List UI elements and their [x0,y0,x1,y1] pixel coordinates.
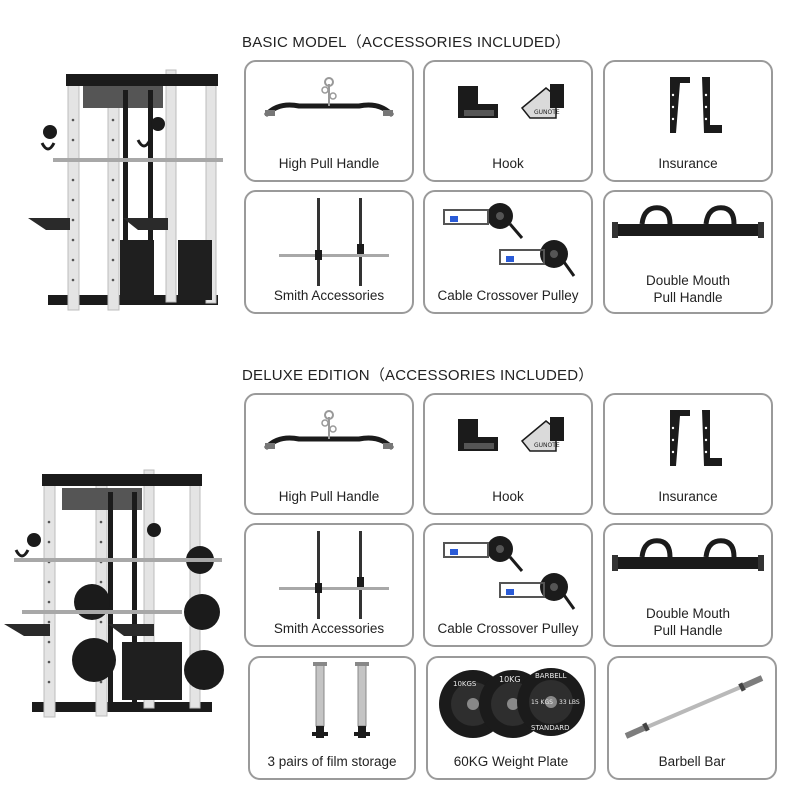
basic-card-smith-accessories: Smith Accessories [244,190,414,314]
deluxe-card-barbell-bar: Barbell Bar [607,656,777,780]
weight-plates-icon: 10KG BARBELL 15 KGS 33 LBS STANDARD 10KG… [428,658,594,744]
card-label: Hook [492,489,524,504]
basic-card-high-pull-handle: High Pull Handle [244,60,414,182]
plate-label-33lbs: 33 LBS [559,699,580,706]
basic-card-cable-crossover-pulley: Cable Crossover Pulley [423,190,593,314]
hook-brand-text: GUNOTE [534,109,560,116]
card-label: Insurance [658,156,718,171]
card-label: Double Mouth Pull Handle [605,605,771,639]
basic-model-title: BASIC MODEL（ACCESSORIES INCLUDED） [242,34,571,51]
basic-card-double-mouth-pull-handle: Double Mouth Pull Handle [603,190,773,314]
deluxe-rack-image [4,462,229,720]
barbell-icon [609,658,775,744]
card-label: Hook [492,156,524,171]
safety-arm-icon [605,395,771,479]
plate-label-standard: STANDARD [531,724,570,732]
smith-bar-icon [246,192,412,292]
plate-label-15kgs: 15 KGS [531,699,553,706]
j-hook-icon: GUNOTE [425,62,591,146]
plate-label-10kg: 10KG [499,675,521,684]
card-label-line2: Pull Handle [653,623,723,638]
pulley-icon [425,525,591,625]
card-label: Cable Crossover Pulley [437,621,579,636]
deluxe-card-weight-plate: 10KG BARBELL 15 KGS 33 LBS STANDARD 10KG… [426,656,596,780]
deluxe-card-cable-crossover-pulley: Cable Crossover Pulley [423,523,593,647]
plate-storage-pegs-icon [250,658,414,744]
deluxe-card-film-storage: 3 pairs of film storage [248,656,416,780]
lat-pull-bar-icon [246,62,412,146]
basic-card-insurance: Insurance [603,60,773,182]
card-label: Smith Accessories [273,621,385,636]
deluxe-card-high-pull-handle: High Pull Handle [244,393,414,515]
plate-label-10kgs: 10KGS [453,680,477,688]
basic-card-hook: GUNOTE Hook [423,60,593,182]
lat-pull-bar-icon [246,395,412,479]
safety-arm-icon [605,62,771,146]
plate-label-barbell: BARBELL [535,672,567,680]
smith-bar-icon [246,525,412,625]
card-label: Barbell Bar [658,754,726,769]
double-handle-icon [605,525,771,595]
hook-brand-text: GUNOTE [534,442,560,449]
deluxe-card-smith-accessories: Smith Accessories [244,523,414,647]
card-label: High Pull Handle [278,156,380,171]
double-handle-icon [605,192,771,262]
card-label: High Pull Handle [278,489,380,504]
basic-rack-image [28,60,228,315]
deluxe-edition-title: DELUXE EDITION（ACCESSORIES INCLUDED） [242,367,594,384]
pulley-icon [425,192,591,292]
deluxe-card-double-mouth-pull-handle: Double Mouth Pull Handle [603,523,773,647]
card-label-line1: Double Mouth [645,606,731,621]
card-label: 3 pairs of film storage [267,754,397,769]
card-label: Cable Crossover Pulley [437,288,579,303]
card-label: Smith Accessories [273,288,385,303]
card-label: Double Mouth Pull Handle [605,272,771,306]
card-label-line2: Pull Handle [653,290,723,305]
j-hook-icon: GUNOTE [425,395,591,479]
card-label: Insurance [658,489,718,504]
card-label-line1: Double Mouth [645,273,731,288]
card-label: 60KG Weight Plate [453,754,569,769]
deluxe-card-insurance: Insurance [603,393,773,515]
deluxe-card-hook: GUNOTE Hook [423,393,593,515]
